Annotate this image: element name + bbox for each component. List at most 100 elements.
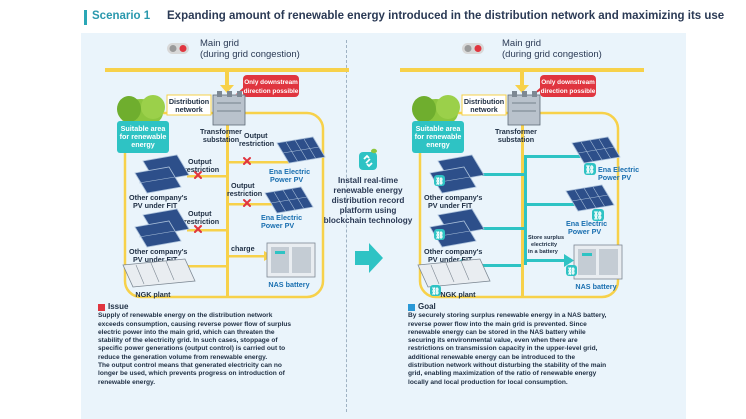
svg-text:restriction: restriction: [184, 165, 219, 174]
svg-text:Ena Electric: Ena Electric: [261, 213, 302, 222]
chain-icon: ⛓: [434, 229, 445, 240]
factory-icon: [417, 258, 491, 288]
svg-text:energy: energy: [131, 140, 155, 149]
svg-text:Store surplus: Store surplus: [528, 235, 564, 241]
svg-text:Other company's: Other company's: [424, 247, 482, 256]
blockchain-description: Install real-time renewable energy distr…: [323, 176, 413, 225]
svg-text:Power PV: Power PV: [270, 175, 303, 184]
grid-down-arrow: [515, 85, 529, 93]
grid-down-arrow: [220, 85, 234, 93]
svg-text:Ena Electric: Ena Electric: [566, 219, 607, 228]
page-title: Expanding amount of renewable energy int…: [167, 10, 725, 22]
distribution-network-tag: [166, 94, 212, 116]
issue-marker-icon: [98, 303, 105, 311]
solar-panel-icon: [134, 208, 190, 248]
svg-text:electricity: electricity: [531, 242, 558, 248]
distribution-trunk: [226, 113, 229, 297]
suitable-area-box: [412, 121, 464, 153]
page-header: Scenario 1 Expanding amount of renewable…: [0, 0, 746, 34]
main-grid-sub-label: (during grid congestion): [200, 49, 300, 60]
svg-text:restriction: restriction: [227, 189, 262, 198]
solar-panel-icon: [264, 186, 314, 214]
grid-down-line: [225, 72, 229, 89]
svg-text:for renewable: for renewable: [415, 132, 462, 141]
main-grid-line: [400, 68, 644, 72]
solar-panel-icon: [134, 154, 190, 194]
transformer-label: Transformer: [495, 127, 537, 136]
grid-switch-icon: [167, 43, 189, 54]
svg-text:Suitable area: Suitable area: [416, 124, 462, 133]
svg-text:Ena Electric: Ena Electric: [598, 165, 639, 174]
svg-text:charge: charge: [231, 244, 255, 253]
distribution-trunk: [521, 113, 524, 297]
chain-icon: ⛓: [434, 175, 445, 186]
svg-text:Ena Electric: Ena Electric: [269, 167, 310, 176]
svg-text:restriction: restriction: [239, 139, 274, 148]
branch-ena-pv-1: [229, 161, 289, 164]
goal-heading: Goal: [418, 302, 436, 311]
branch-other-pv-2: [187, 229, 226, 232]
svg-text:Output: Output: [244, 131, 268, 140]
goal-marker-icon: [408, 303, 415, 311]
svg-text:Power PV: Power PV: [568, 227, 601, 236]
chain-icon: ⛓: [584, 163, 596, 175]
svg-text:Output: Output: [188, 157, 212, 166]
scenario-label: Scenario 1: [92, 10, 151, 22]
goal-description: Goal By securely storing surplus renewab…: [408, 302, 607, 386]
grid-down-line: [520, 72, 524, 89]
branch-nas: [229, 255, 267, 258]
svg-text:for renewable: for renewable: [120, 132, 167, 141]
svg-text:PV under FIT: PV under FIT: [133, 255, 178, 264]
nas-battery-icon: [266, 242, 316, 278]
main-grid-line: [105, 68, 349, 72]
chain-icon: ⛓: [566, 265, 577, 276]
solar-panel-icon: [571, 136, 621, 164]
main-grid-label: Main grid: [502, 38, 541, 49]
svg-text:Suitable area: Suitable area: [121, 124, 167, 133]
grid-switch-icon: [462, 43, 484, 54]
issue-heading: Issue: [108, 302, 129, 311]
restriction-x-icon: [194, 157, 251, 233]
svg-text:PV under FIT: PV under FIT: [133, 201, 178, 210]
svg-text:⛓: ⛓: [593, 210, 603, 220]
blockchain-icon: [359, 148, 377, 170]
svg-text:direction possible: direction possible: [244, 88, 299, 95]
solar-panel-icon: [276, 136, 326, 164]
svg-text:network: network: [470, 105, 498, 114]
chain-icon: ⛓: [430, 285, 441, 296]
tree-icon: [412, 95, 460, 127]
svg-text:network: network: [175, 105, 203, 114]
center-divider: [346, 40, 347, 412]
main-grid-sub-label: (during grid congestion): [502, 49, 602, 60]
svg-text:Only downstream: Only downstream: [244, 79, 298, 86]
transformer-icon: [212, 91, 246, 126]
svg-text:NGK plant: NGK plant: [440, 290, 476, 299]
transformer-sub-label: substation: [203, 135, 239, 144]
svg-text:⛓: ⛓: [435, 231, 444, 240]
nas-battery-icon: [573, 244, 623, 280]
svg-text:direction possible: direction possible: [541, 88, 596, 95]
svg-text:⛓: ⛓: [567, 267, 576, 276]
svg-text:restriction: restriction: [184, 217, 219, 226]
svg-text:Distribution: Distribution: [169, 97, 209, 106]
chain-icon: ⛓: [592, 209, 604, 221]
transformer-icon: [507, 91, 541, 126]
downstream-callout: Only downstream direction possible: [532, 75, 596, 97]
transformer-sub-label: substation: [498, 135, 534, 144]
distribution-network-tag: [461, 94, 507, 116]
svg-text:PV under FIT: PV under FIT: [428, 201, 473, 210]
svg-text:NGK plant: NGK plant: [135, 290, 171, 299]
svg-text:Other company's: Other company's: [129, 247, 187, 256]
solar-panel-icon: [429, 208, 485, 248]
solar-panel-icon: [565, 184, 615, 212]
svg-text:Power PV: Power PV: [261, 221, 294, 230]
svg-text:in a battery: in a battery: [528, 249, 559, 255]
svg-text:Other company's: Other company's: [129, 193, 187, 202]
svg-text:Only downstream: Only downstream: [541, 79, 595, 86]
solar-panel-icon: [429, 154, 485, 194]
svg-text:PV under FIT: PV under FIT: [428, 255, 473, 264]
svg-text:Output: Output: [231, 181, 255, 190]
svg-text:Output: Output: [188, 209, 212, 218]
suitable-area-box: [117, 121, 169, 153]
svg-text:⛓: ⛓: [435, 177, 444, 186]
